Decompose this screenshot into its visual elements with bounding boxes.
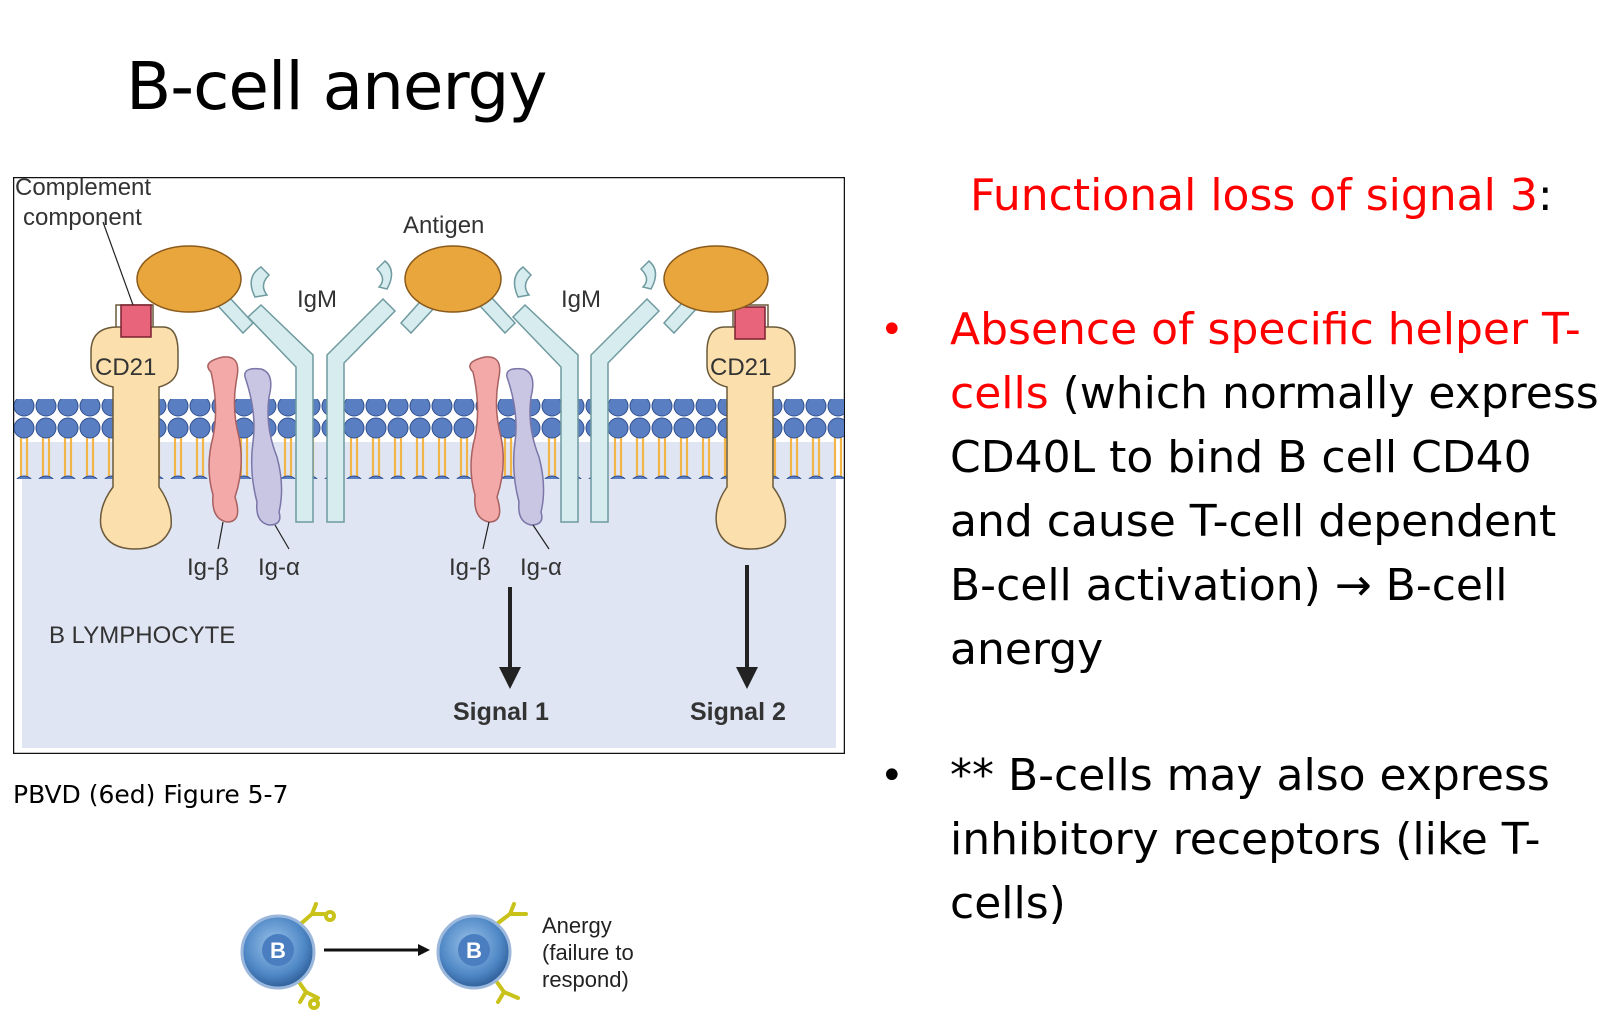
b-cell-label-2: B — [466, 938, 482, 963]
bullet-item: • ** B-cells may also express inhibitory … — [880, 744, 1600, 936]
b-cell-label-1: B — [270, 938, 286, 963]
bullet-marker: • — [880, 753, 904, 799]
signal-1-arrow — [499, 587, 521, 689]
anergy-text-line2: (failure to — [542, 940, 634, 965]
arrow-right-icon — [324, 944, 430, 956]
anergy-text-line3: respond) — [542, 967, 629, 992]
ig-alpha-label-left: Ig-α — [258, 554, 300, 581]
complement-component-left — [120, 304, 152, 338]
signal-2-arrow — [736, 565, 758, 689]
antigen-label: Antigen — [403, 212, 484, 239]
igm-label-right: IgM — [561, 286, 601, 313]
figure-caption: PBVD (6ed) Figure 5-7 — [13, 780, 289, 809]
ig-alpha-left — [244, 367, 283, 526]
bullet-list: • Absence of specific helper T-cells (whi… — [880, 298, 1600, 998]
antigen-right — [663, 245, 769, 313]
b-cell-anergy-figure: Complement component Antigen IgM IgM CD2… — [13, 177, 845, 754]
signal-1-label: Signal 1 — [453, 698, 549, 726]
ig-alpha-right — [506, 367, 545, 526]
anergy-diagram: B B Anergy (failure to respond) — [240, 902, 634, 1010]
cd21-receptor-right — [706, 304, 796, 550]
complement-label-line1: Complement — [15, 177, 151, 201]
bullet-item: • Absence of specific helper T-cells (whi… — [880, 298, 1600, 682]
b-cell-icon-1: B — [240, 902, 336, 1010]
b-cell-icon-2: B — [436, 902, 528, 1004]
signal-2-label: Signal 2 — [690, 698, 786, 726]
heading-text: Functional loss of signal 3 — [970, 170, 1538, 221]
bullet-red-text: Absence of specific helper T-cells — [950, 304, 1581, 419]
cd21-label-left: CD21 — [95, 354, 156, 381]
leader-lines — [102, 221, 550, 550]
bullet-text: (which normally express CD40L to bind B … — [950, 368, 1599, 675]
complement-component-right — [734, 306, 766, 340]
igm-label-left: IgM — [297, 286, 337, 313]
ig-alpha-label-right: Ig-α — [520, 554, 562, 581]
bullet-text: ** B-cells may also express inhibitory r… — [950, 750, 1550, 929]
ig-beta-left — [207, 356, 242, 523]
b-lymphocyte-label: B LYMPHOCYTE — [49, 622, 235, 649]
section-heading: Functional loss of signal 3: — [970, 170, 1553, 221]
complement-label-line2: component — [23, 204, 142, 231]
antigen-center — [404, 245, 502, 313]
ig-beta-right — [469, 356, 504, 523]
anergy-text-line1: Anergy — [542, 913, 612, 938]
cd21-label-right: CD21 — [710, 354, 771, 381]
ig-beta-label-left: Ig-β — [187, 554, 229, 581]
bullet-marker: • — [880, 307, 904, 353]
antigen-left — [136, 245, 242, 313]
ig-beta-label-right: Ig-β — [449, 554, 491, 581]
heading-suffix: : — [1537, 170, 1553, 221]
slide-title: B-cell anergy — [126, 48, 547, 125]
